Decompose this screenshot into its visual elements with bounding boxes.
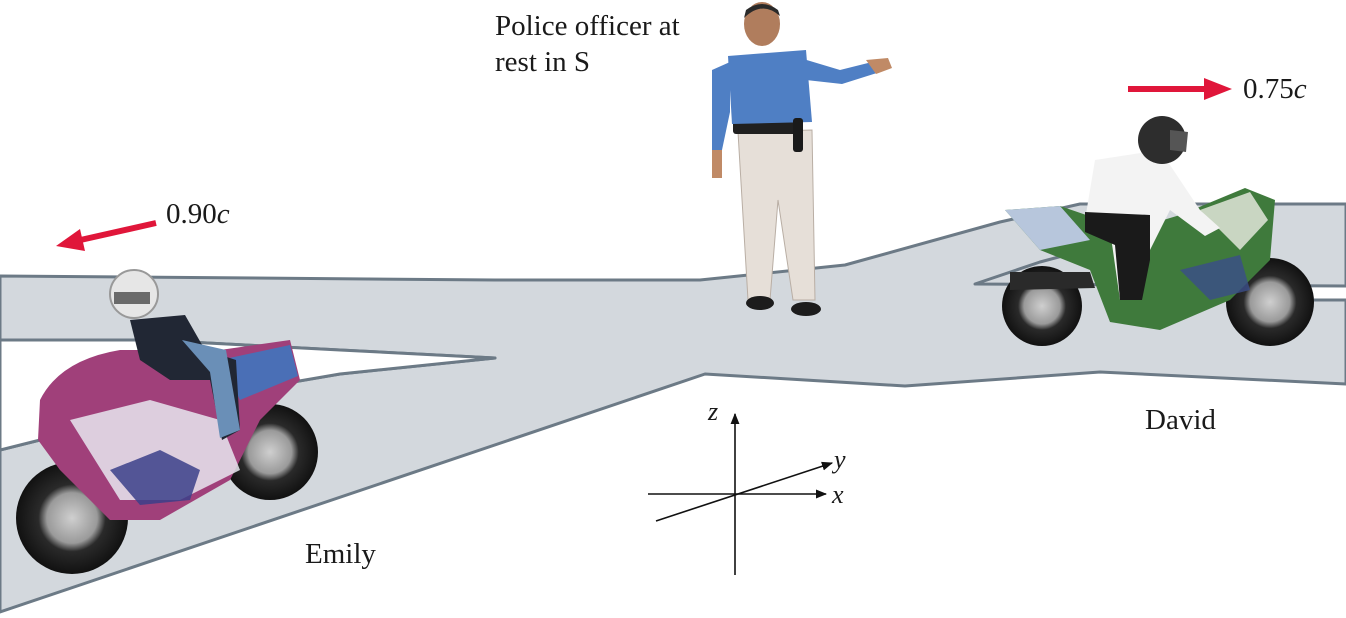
y-axis xyxy=(655,461,834,522)
david-speed-label: 0.75c xyxy=(1243,71,1307,107)
emily-motorcycle-figure xyxy=(16,269,318,574)
david-speed-value: 0.75 xyxy=(1243,73,1294,105)
david-velocity-arrow xyxy=(1128,78,1232,100)
emily-name-label: Emily xyxy=(305,538,376,570)
police-officer-figure xyxy=(712,2,892,316)
emily-speed-label: 0.90c xyxy=(166,196,230,232)
officer-label-line2: rest in S xyxy=(495,46,591,78)
officer-label: Police officer at rest in S xyxy=(495,8,680,80)
officer-label-line1: Police officer at xyxy=(495,10,680,42)
x-axis-label: x xyxy=(831,480,844,509)
y-axis-label: y xyxy=(831,445,846,474)
david-motorcycle-figure xyxy=(1002,116,1314,346)
emily-speed-value: 0.90 xyxy=(166,198,217,230)
emily-speed-unit: c xyxy=(216,198,230,230)
david-speed-unit: c xyxy=(1293,73,1307,105)
coordinate-axes xyxy=(648,412,834,575)
emily-velocity-arrow xyxy=(56,220,157,251)
david-name-label: David xyxy=(1145,404,1216,436)
z-axis-label: z xyxy=(707,397,718,426)
